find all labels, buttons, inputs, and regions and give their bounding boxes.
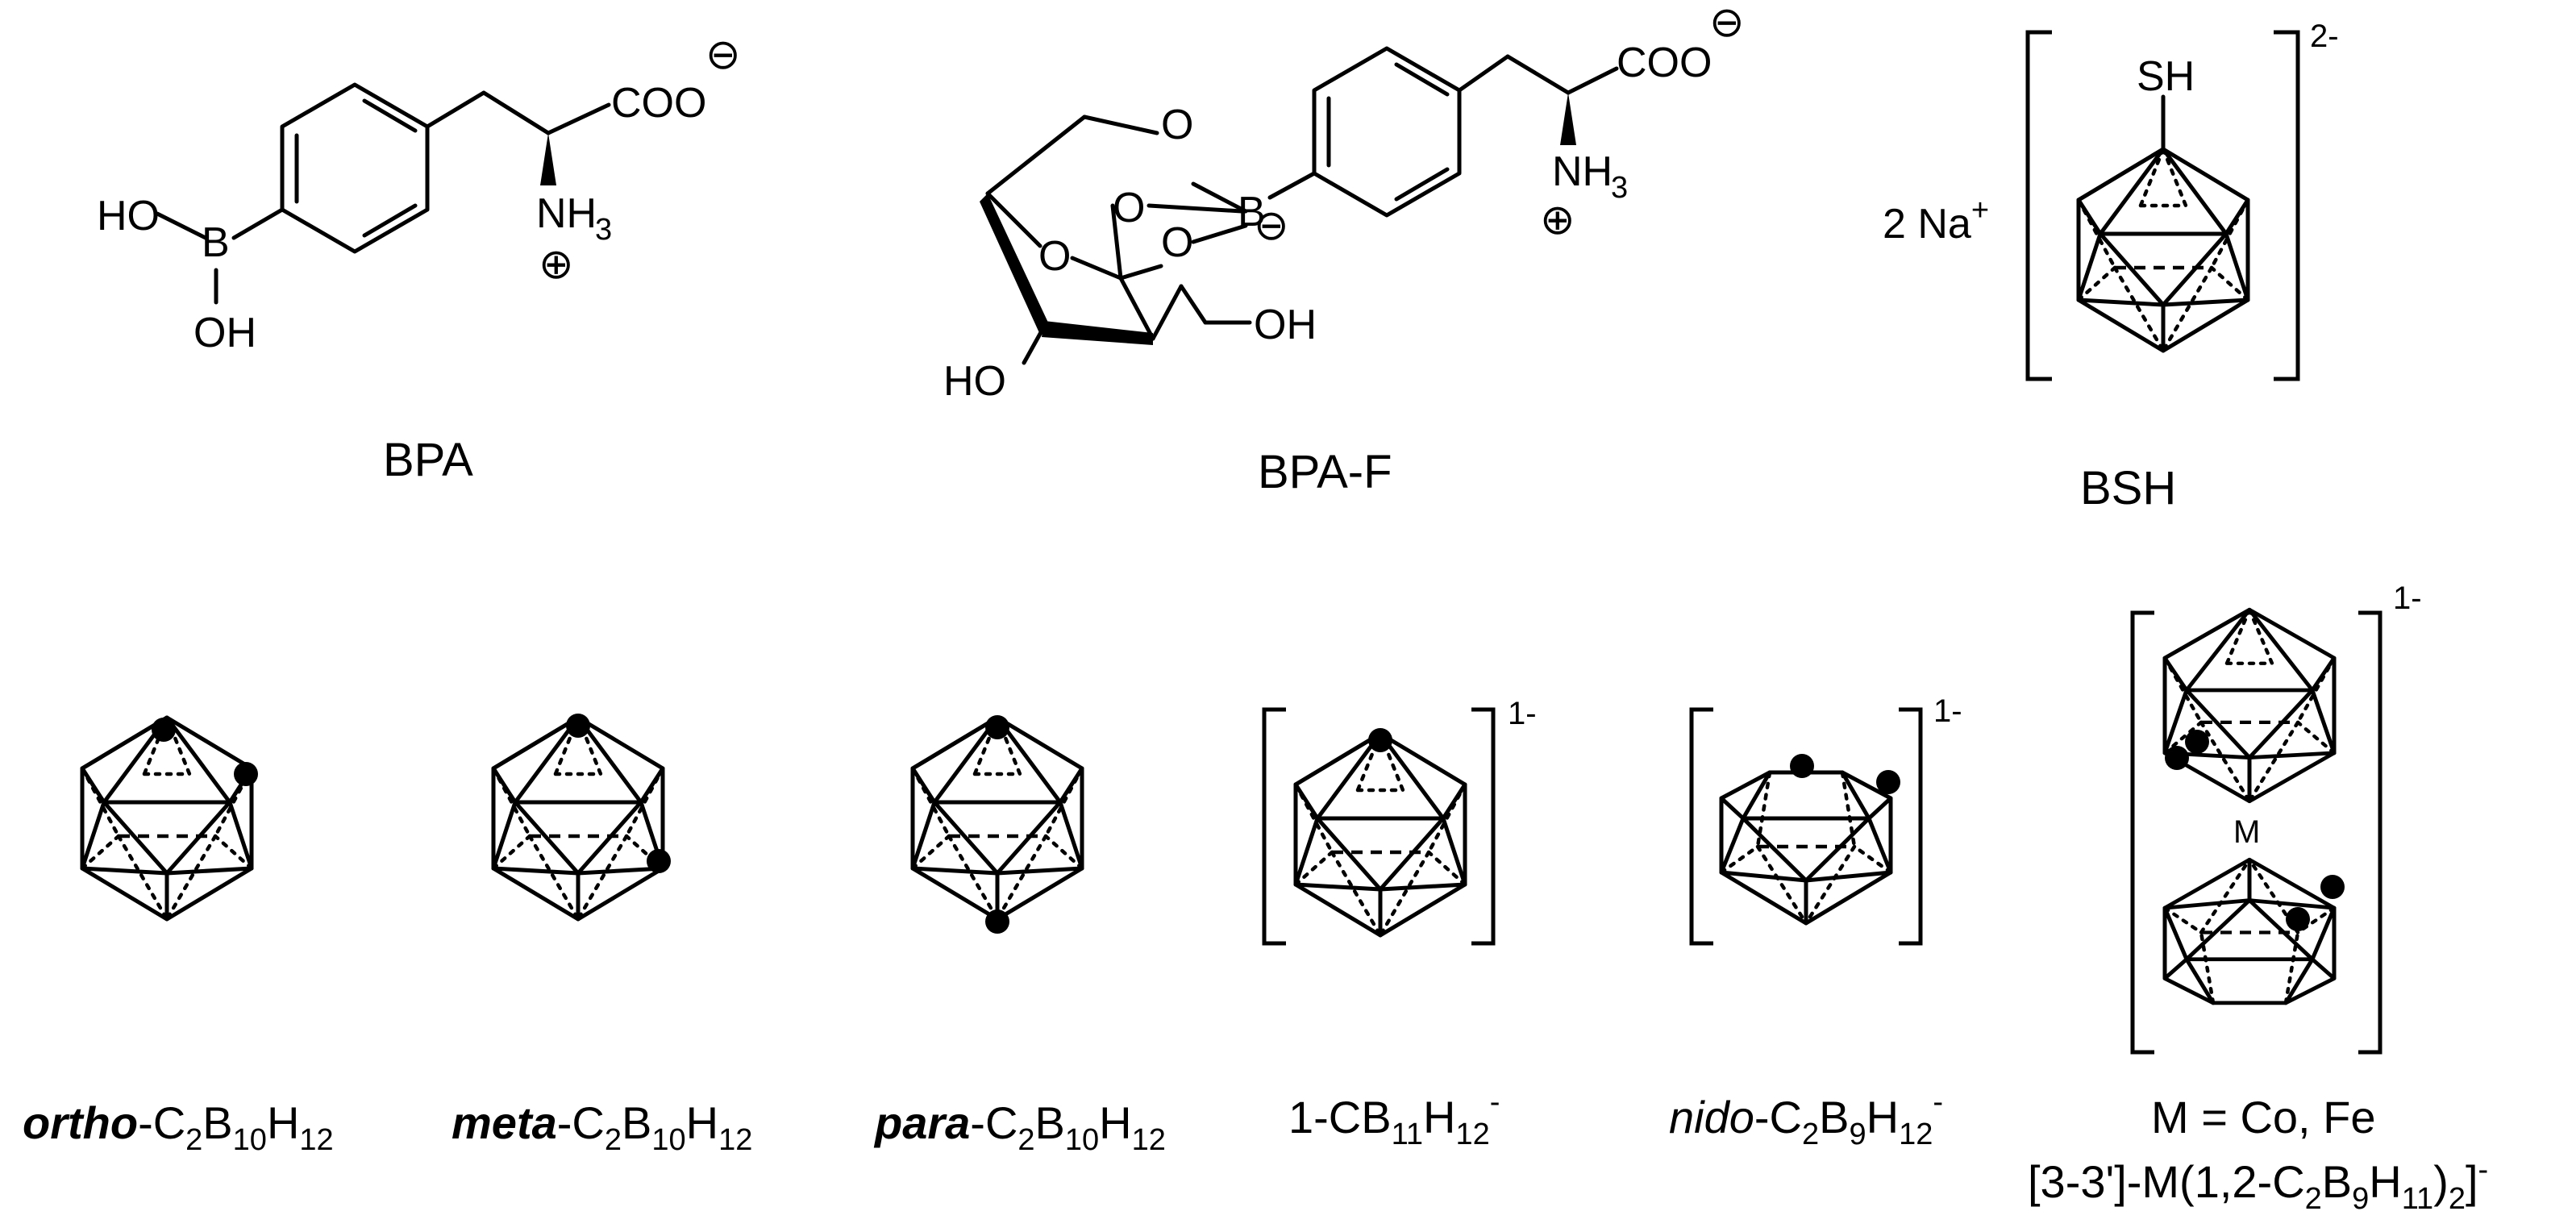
nido-carbon-1	[1790, 754, 1814, 778]
bpaf-nh-sub: 3	[1611, 171, 1628, 205]
metallo-m-label: M	[2233, 814, 2260, 850]
bpaf-name: BPA-F	[1258, 446, 1392, 498]
meta-carbon-1	[566, 714, 590, 738]
bpaf-o2: O	[1113, 185, 1145, 231]
metallo-upper-carbon-1	[2185, 730, 2209, 754]
bpa-coo: COO	[611, 80, 706, 127]
bpaf-nh: NH	[1552, 148, 1613, 195]
bpaf-plus: ⊕	[1540, 197, 1575, 243]
cb11-carbon	[1368, 728, 1392, 752]
bpa-nh: NH	[536, 190, 597, 237]
para-name: para-C2B10H12	[873, 1097, 1166, 1157]
bpa-oh: OH	[194, 310, 256, 356]
metallo-lower-carbon-2	[2320, 875, 2345, 899]
metallacarborane-sandwich: M 1-	[2130, 581, 2422, 1055]
metallo-name-line2: [3-3']-M(1,2-C2B9H11)2]-	[2028, 1153, 2488, 1216]
bpa-ho: HO	[97, 193, 160, 239]
ortho-carbon-1	[152, 718, 176, 742]
cb11-bracket-right	[1471, 707, 1496, 946]
bsh-charge: 2-	[2310, 19, 2339, 54]
bpa-minus: ⊖	[705, 31, 741, 78]
bsh-bracket-right	[2274, 30, 2300, 381]
para-carbon-2	[985, 909, 1009, 934]
bpaf-o4: O	[1161, 219, 1193, 266]
meta-carbon-2	[647, 849, 671, 873]
bpaf-ho: HO	[943, 358, 1006, 405]
bsh-structure: SH 2 Na+ 2-	[1883, 19, 2339, 381]
nido-bracket-left	[1689, 707, 1713, 946]
meta-carborane-cage	[493, 714, 671, 919]
metallo-charge: 1-	[2393, 581, 2422, 616]
bpaf-boron: B	[1238, 189, 1266, 235]
ortho-carbon-2	[234, 762, 258, 786]
bsh-bracket-left	[2025, 30, 2052, 381]
ortho-carborane-cage	[82, 718, 258, 919]
metallo-lower-carbon-1	[2286, 907, 2310, 931]
cb11-charge: 1-	[1508, 696, 1537, 731]
metallo-bracket-left	[2130, 610, 2154, 1055]
bpaf-o3: O	[1038, 233, 1071, 280]
bpaf-oh: OH	[1254, 302, 1317, 348]
bpa-boron: B	[202, 219, 230, 266]
bpa-plus: ⊕	[539, 241, 574, 288]
bpa-structure: B HO OH COO ⊖ NH 3 ⊕	[97, 31, 741, 356]
bpaf-structure: O O O O B ⊖ OH HO COO ⊖ NH 3 ⊕	[943, 0, 1745, 405]
bpa-name: BPA	[383, 434, 473, 486]
metallo-bracket-right	[2358, 610, 2382, 1055]
nido-charge: 1-	[1933, 693, 1962, 729]
bpaf-o1: O	[1161, 102, 1193, 148]
bpaf-coo: COO	[1617, 40, 1712, 86]
cb11-name: 1-CB11H12-	[1288, 1085, 1500, 1151]
bpa-nh-sub: 3	[595, 213, 612, 247]
cb11-bracket-left	[1262, 707, 1286, 946]
bsh-name: BSH	[2080, 462, 2176, 514]
bsh-sh: SH	[2137, 53, 2195, 100]
metallo-upper-carbon-2	[2165, 746, 2189, 770]
nido-name: nido-C2B9H12-	[1669, 1085, 1943, 1151]
bpaf-minus: ⊖	[1709, 0, 1745, 46]
ortho-name: ortho-C2B10H12	[23, 1097, 334, 1157]
nido-carbon-2	[1876, 770, 1900, 794]
nido-carborane-cage: 1-	[1689, 693, 1962, 946]
meta-name: meta-C2B10H12	[452, 1097, 752, 1157]
para-carborane-cage	[913, 715, 1082, 934]
bsh-counterion: 2 Na+	[1883, 194, 1989, 248]
nido-bracket-right	[1899, 707, 1923, 946]
bpaf-bminus: ⊖	[1254, 202, 1289, 249]
para-carbon-1	[985, 715, 1009, 739]
metallo-name-line1: M = Co, Fe	[2151, 1092, 2376, 1143]
cb11-cage: 1-	[1262, 696, 1537, 946]
